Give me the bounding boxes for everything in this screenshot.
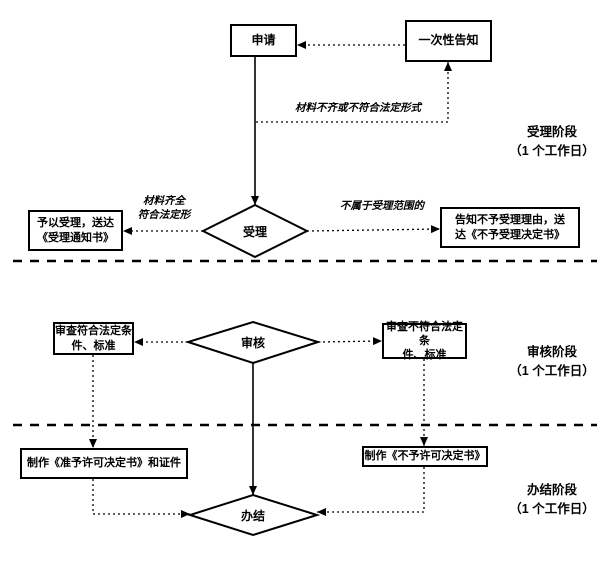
accept-yes-line2: 《受理通知书》 bbox=[37, 231, 114, 244]
finish-diamond bbox=[186, 493, 321, 537]
annotation-materials-ok: 材料齐全 符合法定形 bbox=[128, 194, 200, 222]
arrow-accept-to-rejection-notice bbox=[306, 225, 441, 234]
stage-finish-duration: （1 个工作日） bbox=[509, 501, 595, 516]
stage-review-duration: （1 个工作日） bbox=[509, 363, 595, 378]
stage-accept-name: 受理阶段 bbox=[526, 125, 577, 139]
accept-no-line2: 达《不予受理决定书》 bbox=[455, 228, 565, 241]
apply-box: 申请 bbox=[230, 24, 297, 57]
annotation-out-of-scope: 不属于受理范围的 bbox=[340, 200, 424, 212]
stage-label-accept: 受理阶段 （1 个工作日） bbox=[503, 123, 601, 161]
review-fail-line2: 件、标准 bbox=[402, 349, 447, 362]
review-diamond-label: 审核 bbox=[240, 336, 265, 350]
review-fail-line1: 审查不符合法定条 bbox=[386, 320, 463, 347]
stage-label-finish: 办结阶段 （1 个工作日） bbox=[503, 481, 601, 519]
review-pass-box: 审查符合法定条 件、标准 bbox=[53, 322, 134, 355]
accept-diamond-label: 受理 bbox=[242, 225, 267, 239]
arrow-review-to-fail bbox=[317, 337, 383, 346]
annotation-materials-incomplete: 材料不齐或不符合法定形式 bbox=[295, 102, 421, 114]
finish-diamond-label: 办结 bbox=[240, 509, 265, 523]
one-time-notice-label: 一次性告知 bbox=[418, 33, 479, 48]
stage-label-review: 审核阶段 （1 个工作日） bbox=[503, 343, 601, 381]
apply-label: 申请 bbox=[251, 32, 276, 47]
make-license-label: 制作《准予许可决定书》和证件 bbox=[27, 457, 181, 470]
review-pass-line2: 件、标准 bbox=[71, 339, 116, 352]
annotation-materials-ok-line1: 材料齐全 bbox=[143, 195, 185, 207]
accept-no-line1: 告知不予受理理由，送 bbox=[455, 214, 565, 227]
stage-review-name: 审核阶段 bbox=[526, 345, 577, 359]
make-denial-box: 制作《不予许可决定书》 bbox=[362, 446, 488, 467]
accept-no-box: 告知不予受理理由，送 达《不予受理决定书》 bbox=[440, 207, 580, 248]
make-denial-label: 制作《不予许可决定书》 bbox=[364, 450, 486, 463]
review-pass-line1: 审查符合法定条 bbox=[55, 325, 132, 338]
arrow-denial-to-finish bbox=[317, 467, 425, 516]
one-time-notice-box: 一次性告知 bbox=[405, 20, 492, 62]
annotation-materials-ok-line2: 符合法定形 bbox=[137, 209, 191, 222]
accept-yes-line1: 予以受理，送达 bbox=[37, 217, 114, 230]
arrow-incomplete-to-notice bbox=[256, 62, 452, 123]
review-fail-box: 审查不符合法定条 件、标准 bbox=[382, 320, 467, 362]
accept-diamond bbox=[200, 203, 310, 259]
stage-accept-duration: （1 个工作日） bbox=[509, 143, 595, 158]
accept-yes-box: 予以受理，送达 《受理通知书》 bbox=[28, 210, 123, 251]
stage-finish-name: 办结阶段 bbox=[526, 483, 577, 497]
arrow-license-to-finish bbox=[92, 479, 190, 518]
make-license-box: 制作《准予许可决定书》和证件 bbox=[20, 448, 188, 479]
